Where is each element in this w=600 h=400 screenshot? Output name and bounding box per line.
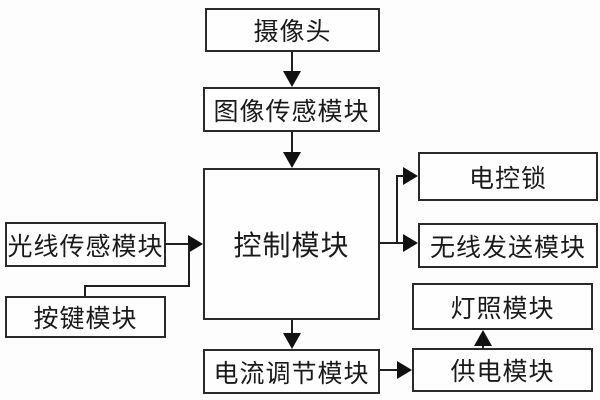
arrowhead-right-icon: [403, 167, 418, 185]
edge-button-to-control: [84, 244, 190, 297]
edge-camera-to-image-sensor: [283, 51, 301, 87]
node-control-module: 控制模块: [203, 168, 380, 320]
edge-control-to-wireless: [380, 234, 418, 252]
node-power-supply-module: 供电模块: [412, 348, 593, 392]
arrowhead-up-icon: [474, 330, 492, 346]
arrowhead-right-icon: [397, 361, 412, 379]
edge-control-to-current-regulator: [283, 320, 301, 349]
node-image-sensor-module: 图像传感模块: [203, 87, 380, 132]
node-camera: 摄像头: [205, 8, 380, 52]
node-light-sensor-module: 光线传感模块: [5, 222, 166, 267]
arrowhead-down-icon: [283, 152, 301, 168]
node-wireless-send-module: 无线发送模块: [418, 223, 598, 268]
edge-image-sensor-to-control: [283, 132, 301, 168]
arrowhead-right-icon: [403, 234, 418, 252]
node-button-module: 按键模块: [5, 296, 166, 338]
arrowhead-down-icon: [283, 71, 301, 87]
arrowhead-right-icon: [188, 235, 203, 253]
node-lighting-module: 灯照模块: [412, 283, 593, 330]
node-current-regulation-module: 电流调节模块: [203, 349, 380, 394]
edge-power-to-lighting: [474, 330, 492, 348]
edge-light-sensor-to-control: [166, 235, 203, 253]
arrowhead-down-icon: [283, 333, 301, 349]
edge-current-regulator-to-power: [380, 361, 412, 379]
edge-control-to-electric-lock: [380, 167, 418, 244]
node-electric-lock: 电控锁: [418, 152, 598, 201]
